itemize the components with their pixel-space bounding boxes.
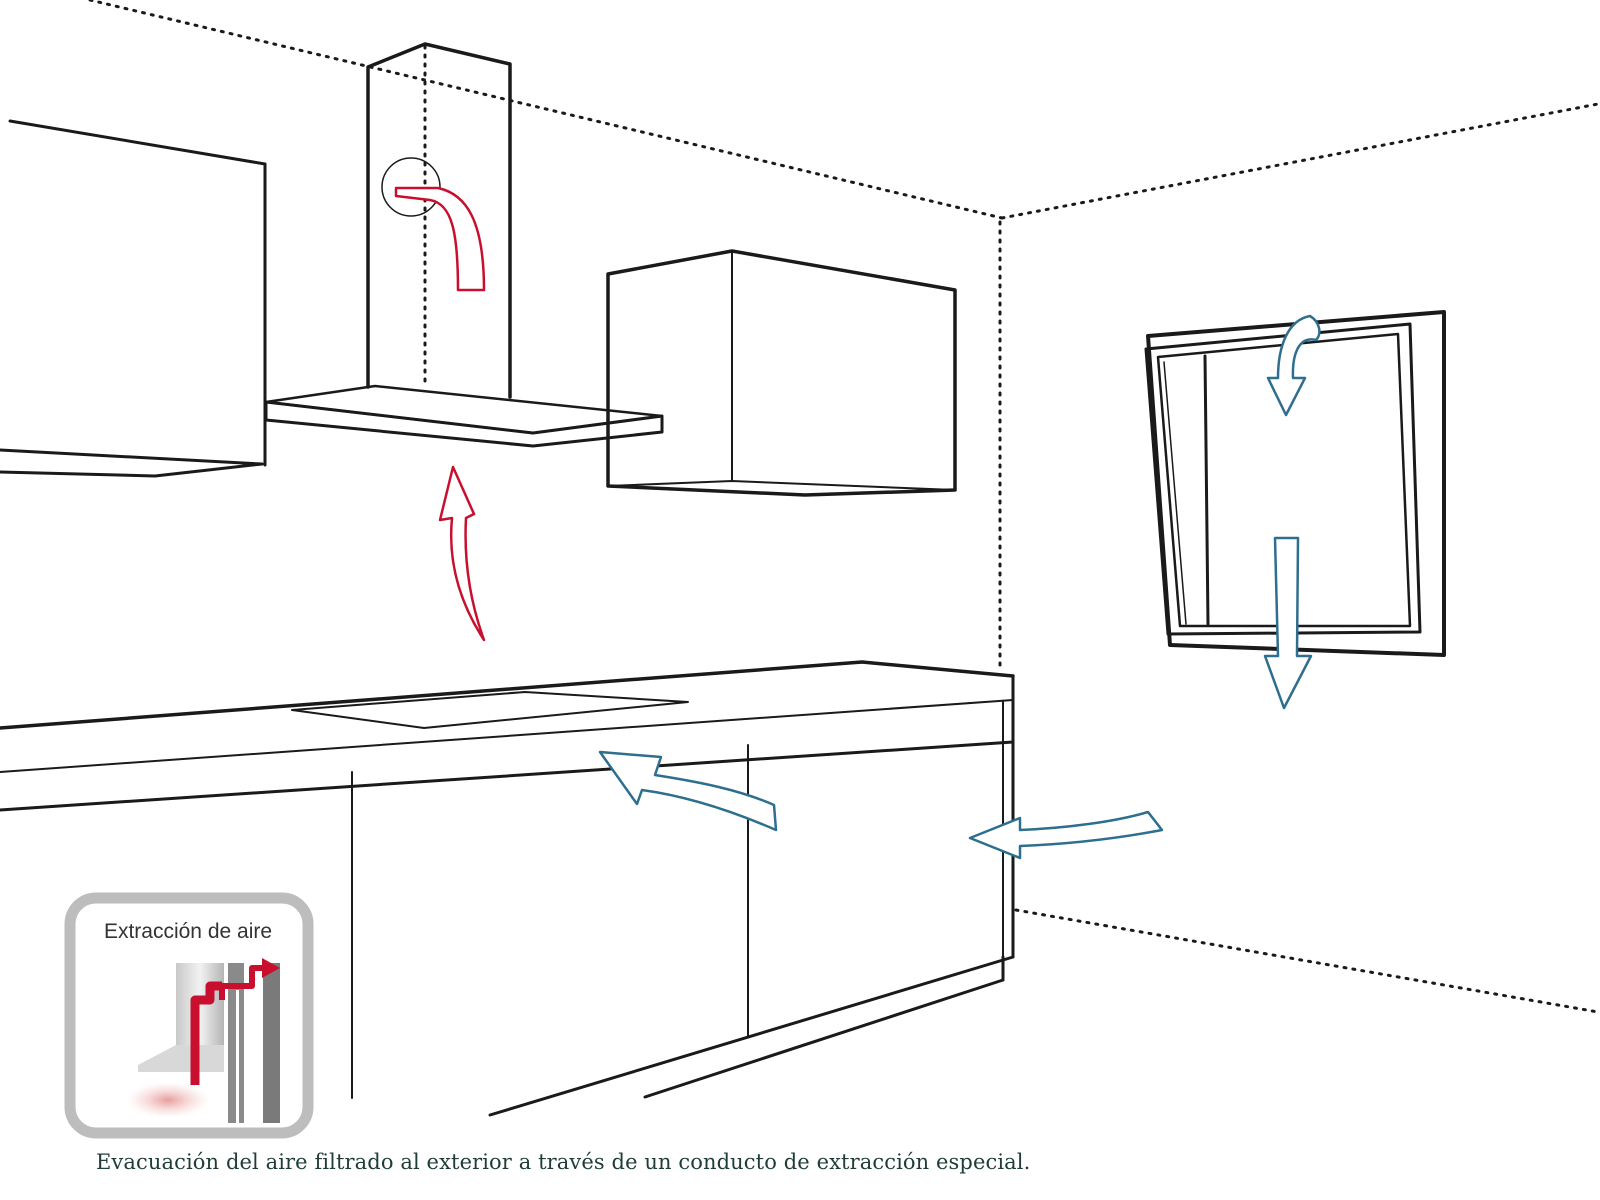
ceiling-right-edge [1000, 102, 1600, 220]
range-hood [264, 42, 664, 448]
floor-right-edge [1014, 908, 1600, 1014]
duct-opening [381, 157, 441, 217]
intake-arrow-icon [598, 750, 778, 832]
window-frame [1146, 310, 1446, 657]
hood-canopy-front [264, 400, 664, 448]
countertop [0, 660, 1015, 812]
diagram-caption: Evacuación del aire filtrado al exterior… [96, 1150, 1031, 1174]
tilt-window [1144, 310, 1446, 657]
exhaust-arrow-icon [438, 465, 486, 642]
exhaust-arrow-icon [394, 186, 486, 292]
ceiling-left-edge [88, 0, 1004, 220]
intake-arrows [598, 314, 1321, 860]
cooktop [291, 691, 689, 729]
window-sash-inner [1156, 332, 1412, 628]
intake-arrow-icon [1266, 314, 1321, 417]
extraction-badge: Extracción de aire [64, 892, 314, 1139]
right-wall-cabinet [606, 249, 957, 497]
badge-label: Extracción de aire [104, 920, 272, 943]
exhaust-arrows [394, 186, 486, 642]
hood-chimney [366, 42, 512, 399]
room-edges [88, 0, 1600, 1014]
window-sash-outer [1144, 322, 1422, 636]
kitchen-structure [0, 42, 1446, 1117]
intake-arrow-icon [1263, 536, 1313, 710]
extraction-duct-icon [126, 958, 280, 1123]
intake-arrow-icon [968, 810, 1164, 860]
left-wall-cabinet [0, 119, 267, 478]
